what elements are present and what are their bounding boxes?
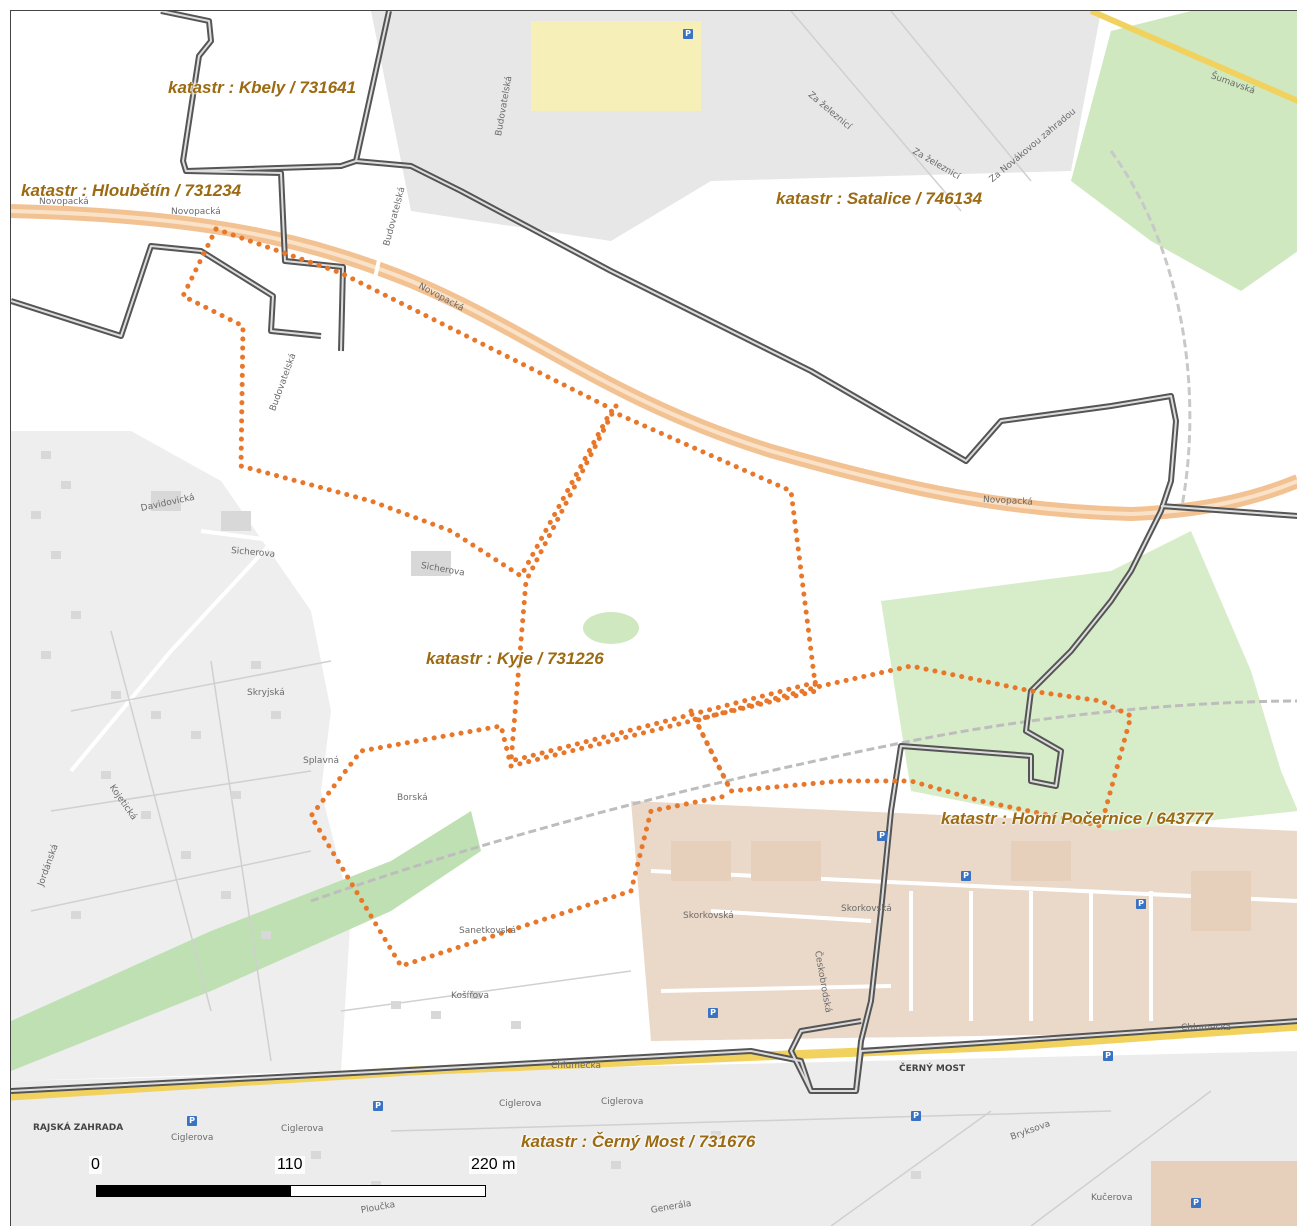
- parking-icon[interactable]: P: [187, 1116, 197, 1126]
- cadastral-label-kyje: katastr : Kyje / 731226: [426, 649, 604, 668]
- street-label-chlumecka: Chlumecká: [551, 1061, 602, 1071]
- scale-label-mid: 110: [275, 1156, 305, 1174]
- cadastral-label-hloubetin: katastr : Hloubětín / 731234: [21, 181, 242, 200]
- map-canvas[interactable]: [11, 11, 1297, 1226]
- road-northeast: [1089, 11, 1297, 104]
- street-label-ciglerova: Ciglerova: [171, 1133, 214, 1143]
- parking-icon[interactable]: P: [961, 871, 971, 881]
- study-boundary-connector: [688, 708, 734, 794]
- study-area-boundary: [179, 226, 1134, 969]
- cadastral-label-satalice: katastr : Satalice / 746134: [776, 189, 983, 208]
- street-label-splavna: Splavná: [303, 756, 339, 766]
- parking-icon[interactable]: P: [683, 29, 693, 39]
- map-frame[interactable]: Novopacká Novopacká Novopacká Novopacká …: [10, 10, 1297, 1226]
- street-label-rajska-zahrada: RAJSKÁ ZAHRADA: [33, 1123, 124, 1133]
- street-label-ciglerova: Ciglerova: [601, 1097, 644, 1107]
- cadastral-label-horni-pocernice: katastr : Horní Počernice / 643777: [941, 809, 1214, 828]
- street-label-kucerova: Kučerova: [1091, 1193, 1133, 1203]
- street-label-chlumecka: Chlumecká: [1181, 1023, 1232, 1033]
- railway-line: [310, 699, 1297, 903]
- street-label-skorkovska: Skorkovská: [841, 904, 892, 914]
- street-label-sanetkovska: Sanetkovská: [459, 926, 516, 936]
- greenery-northeast: [1071, 11, 1297, 291]
- railway-curve: [1109, 150, 1192, 512]
- minor-roads: [30, 11, 1212, 1226]
- parking-icon[interactable]: P: [1191, 1198, 1201, 1208]
- street-label-borska: Borská: [397, 793, 428, 803]
- scale-bar-black-segment: [97, 1186, 291, 1196]
- small-park: [583, 612, 639, 644]
- river-corridor: [11, 811, 481, 1071]
- street-label-novopacka: Novopacká: [39, 197, 89, 207]
- cadastral-label-cerny-most: katastr : Černý Most / 731676: [521, 1132, 756, 1151]
- study-boundary-inner: [508, 403, 824, 765]
- parking-icon[interactable]: P: [911, 1111, 921, 1121]
- study-boundary-main: [179, 226, 1134, 969]
- parking-icon[interactable]: P: [708, 1008, 718, 1018]
- parking-icon[interactable]: P: [877, 831, 887, 841]
- buildings-commercial: [671, 841, 1297, 1226]
- street-label-novopacka: Novopacká: [171, 207, 221, 217]
- scale-label-end: 220 m: [469, 1156, 518, 1174]
- street-label-ciglerova: Ciglerova: [281, 1124, 324, 1134]
- street-label-skryjska: Skryjská: [247, 688, 285, 698]
- street-label-skorkovska: Skorkovská: [683, 911, 734, 921]
- street-label-kosirova: Košířova: [451, 991, 489, 1001]
- street-label-ciglerova: Ciglerova: [499, 1099, 542, 1109]
- highway-centerline: [11, 209, 1297, 517]
- scale-bar: [96, 1185, 486, 1197]
- parking-icon[interactable]: P: [1103, 1051, 1113, 1061]
- residential-area-south: [11, 1051, 1297, 1226]
- industrial-block-yellow: [531, 21, 701, 111]
- study-boundary-north: [213, 226, 609, 409]
- cadastral-label-kbely: katastr : Kbely / 731641: [168, 78, 357, 97]
- parking-icon[interactable]: P: [373, 1101, 383, 1111]
- street-label-cerny-most-station: ČERNÝ MOST: [899, 1064, 966, 1074]
- parking-icon[interactable]: P: [1136, 899, 1146, 909]
- scale-label-zero: 0: [89, 1156, 102, 1174]
- greenery-east: [881, 531, 1297, 831]
